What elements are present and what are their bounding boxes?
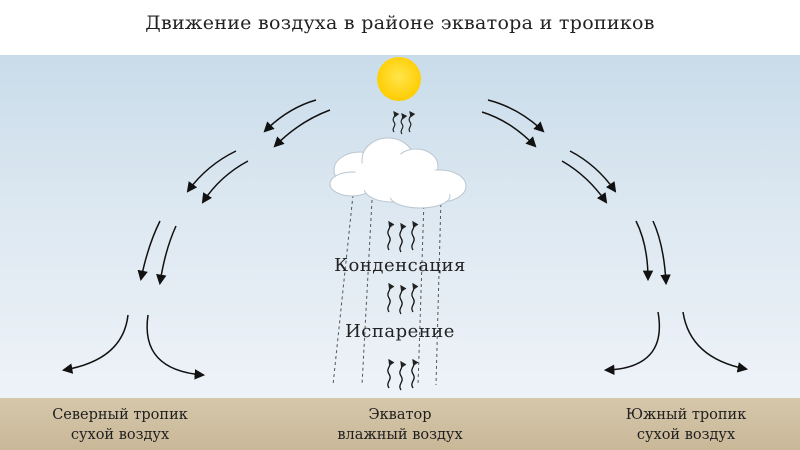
south-tropic-air: сухой воздух [636,427,736,443]
equator-air: влажный воздух [337,427,463,443]
north-tropic-label: Северный тропик сухой воздух [30,405,210,445]
evaporation-label: Испарение [345,321,455,342]
rising-vapor-lower [387,358,419,391]
equator-label: Экватор влажный воздух [310,405,490,445]
south-tropic-label: Южный тропик сухой воздух [596,405,776,445]
condensation-label: Конденсация [334,255,466,276]
left-descending-arrows [137,99,331,286]
cloud-icon [329,137,467,209]
diagram-title: Движение воздуха в районе экватора и тро… [145,12,655,34]
north-tropic-air: сухой воздух [70,427,170,443]
rising-vapor-middle [387,282,419,315]
heat-waves-icon [392,111,416,135]
equator-name: Экватор [368,407,432,423]
sky-background [0,55,800,400]
right-surface-arrows [603,311,749,375]
south-tropic-name: Южный тропик [625,407,747,423]
left-surface-arrows [61,314,206,380]
rising-vapor-upper [387,220,419,253]
ground-strip [0,398,800,450]
sun-icon [377,57,421,101]
rain-lines [332,194,442,386]
north-tropic-name: Северный тропик [52,407,188,423]
right-descending-arrows [481,99,671,286]
